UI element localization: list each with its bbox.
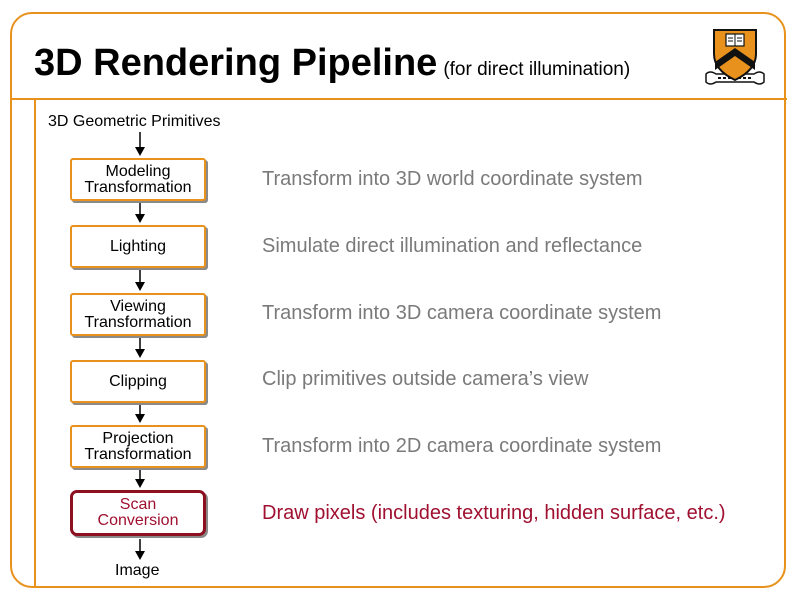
left-rule [34,99,36,587]
step-description: Transform into 2D camera coordinate syst… [262,435,662,457]
step-box: Viewing Transformation [70,293,206,336]
input-label: 3D Geometric Primitives [48,113,221,130]
step-label: Projection Transformation [84,429,192,463]
step-description: Transform into 3D camera coordinate syst… [262,302,662,324]
arrow-head [135,214,145,223]
arrow-head [135,147,145,156]
title-divider [11,98,787,100]
arrow-head [135,349,145,358]
title-text: 3D Rendering Pipeline [34,42,438,84]
step-label: Viewing Transformation [84,297,192,331]
slide-subtitle: (for direct illumination) [443,59,631,80]
step-label: Lighting [109,237,167,255]
step-box: Modeling Transformation [70,158,206,201]
princeton-shield-icon [705,29,765,85]
step-description: Clip primitives outside camera’s view [262,368,589,390]
step-box: Clipping [70,360,206,403]
arrow-head [135,479,145,488]
step-box: Lighting [70,225,206,268]
step-box: Projection Transformation [70,425,206,468]
shield-chevron [715,48,755,70]
step-label: Clipping [109,372,167,390]
arrow-head [135,282,145,291]
arrow-head [135,414,145,423]
step-label: Modeling Transformation [84,162,192,196]
step-description: Transform into 3D world coordinate syste… [262,168,643,190]
slide-frame [10,12,786,588]
step-description: Draw pixels (includes texturing, hidden … [262,502,726,524]
arrow-head [135,551,145,560]
output-label: Image [115,562,160,579]
step-label: Scan Conversion [97,496,179,529]
slide-title: 3D Rendering Pipeline(for direct illumin… [34,42,630,85]
step-box: Scan Conversion [70,490,206,536]
step-description: Simulate direct illumination and reflect… [262,235,643,257]
